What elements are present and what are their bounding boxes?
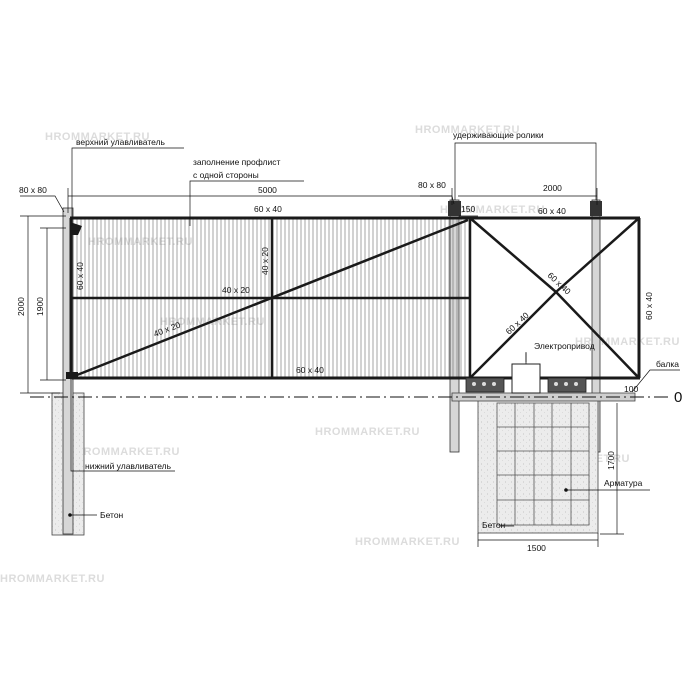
tail-end-post-size: 60 x 40: [644, 292, 654, 320]
watermark-text: HROMMARKET.RU: [0, 573, 105, 585]
tail-length-dimension: 2000: [543, 183, 562, 193]
bottom-catcher-label: нижний улавливатель: [85, 461, 172, 471]
holding-rollers-label: удерживающие ролики: [453, 130, 544, 140]
bottom-catcher: [66, 372, 78, 379]
electric-drive: [511, 363, 541, 394]
top-catcher-label: верхний улавливатель: [76, 137, 166, 147]
electric-drive-label: Электропривод: [534, 341, 595, 351]
watermark-text: HROMMARKET.RU: [415, 124, 520, 136]
roller-carriage-right: [547, 377, 587, 393]
foundation-depth-dimension: 1700: [606, 451, 616, 470]
infill-label-line2: с одной стороны: [193, 170, 259, 180]
holding-roller: [590, 201, 602, 216]
tail-diagonal-size-a: 60 x 40: [546, 270, 573, 297]
right-concrete-label: Бетон: [482, 520, 506, 530]
post-size-right: 80 x 80: [418, 180, 446, 190]
dimension-lines: [20, 142, 680, 547]
leaf-height-dimension: 1900: [35, 297, 45, 316]
infill-label-line1: заполнение профлист: [193, 157, 281, 167]
beam-label: балка: [656, 359, 679, 369]
mid-vertical-size: 40 x 20: [260, 247, 270, 275]
leaf-length-dimension: 5000: [258, 185, 277, 195]
watermark-text: HROMMARKET.RU: [355, 536, 460, 548]
mid-rail-size: 40 x 20: [222, 285, 250, 295]
roller-carriage-left: [465, 377, 505, 393]
gate-leaf-frame: [69, 216, 641, 380]
left-stile-size: 60 x 40: [75, 262, 85, 290]
rebar-grid: [496, 402, 590, 526]
watermark-text: HROMMARKET.RU: [315, 426, 420, 438]
foundation-width-dimension: 1500: [527, 543, 546, 553]
left-concrete-label: Бетон: [100, 510, 124, 520]
gap-dimension: 150: [461, 204, 475, 214]
post-size-left: 80 x 80: [19, 185, 47, 195]
tail-top-rail-size: 60 x 40: [538, 206, 566, 216]
top-catcher: [70, 222, 82, 235]
watermark-text: HROMMARKET.RU: [45, 131, 150, 143]
holding-roller: [448, 201, 461, 216]
total-height-dimension: 2000: [16, 297, 26, 316]
beam-size: 100: [624, 384, 638, 394]
zero-level-mark: 0: [674, 389, 682, 406]
top-rail-size: 60 x 40: [254, 204, 282, 214]
rebar-label: Арматура: [604, 478, 643, 488]
watermark-text: HROMMARKET.RU: [75, 446, 180, 458]
main-foundation: [477, 399, 599, 534]
watermark-text: HROMMARKET.RU: [440, 204, 545, 216]
bottom-rail-size: 60 x 40: [296, 365, 324, 375]
